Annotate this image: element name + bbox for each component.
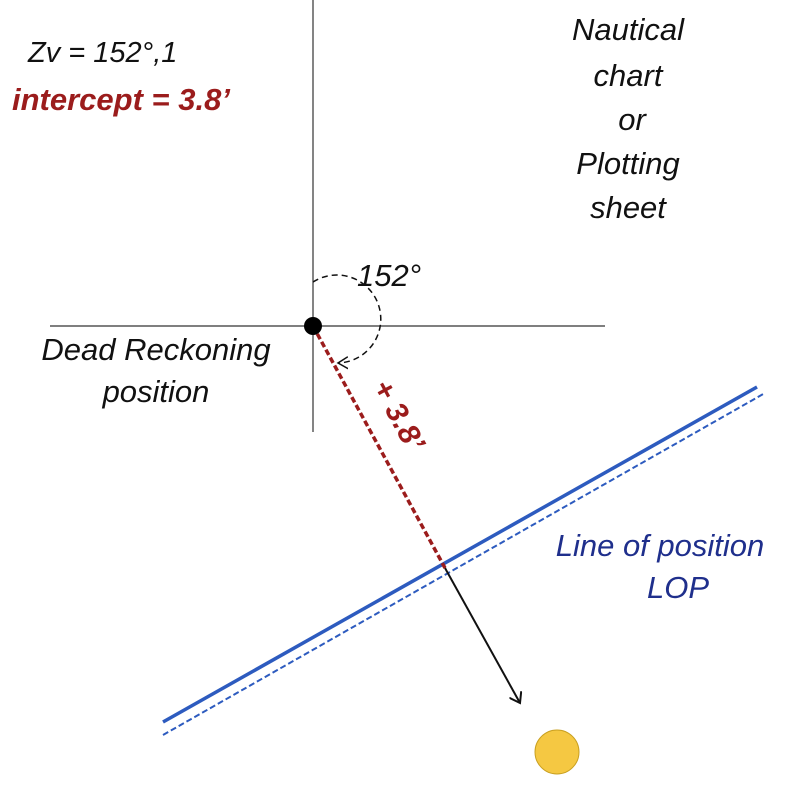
lop-label: Line of position LOP (556, 528, 765, 605)
intercept-line (311, 325, 447, 569)
chart-note-line: Nautical (572, 12, 685, 47)
azimuth-arc (312, 274, 382, 363)
sun-icon (534, 729, 580, 775)
dr-label-line: position (102, 374, 210, 409)
chart-note-line: or (618, 102, 647, 137)
dead-reckoning-point (304, 317, 322, 335)
dead-reckoning-label: Dead Reckoning position (41, 332, 270, 409)
chart-note-line: chart (594, 58, 664, 93)
dr-label-line: Dead Reckoning (41, 332, 270, 367)
chart-note: Nautical chart or Plotting sheet (572, 12, 685, 225)
chart-note-line: Plotting (576, 146, 679, 181)
zv-label: Zv = 152°,1 (27, 37, 177, 69)
intercept-label: intercept = 3.8’ (12, 82, 230, 117)
lop-line-dashed (162, 392, 766, 736)
intercept-mark-label: + 3.8’ (366, 374, 432, 457)
lop-line-solid (162, 385, 758, 724)
azimuth-arrow (444, 567, 520, 703)
azimuth-angle-label: 152° (357, 258, 421, 293)
lop-label-line: Line of position (556, 528, 765, 563)
chart-note-line: sheet (590, 190, 667, 225)
lop-label-line: LOP (647, 570, 709, 605)
